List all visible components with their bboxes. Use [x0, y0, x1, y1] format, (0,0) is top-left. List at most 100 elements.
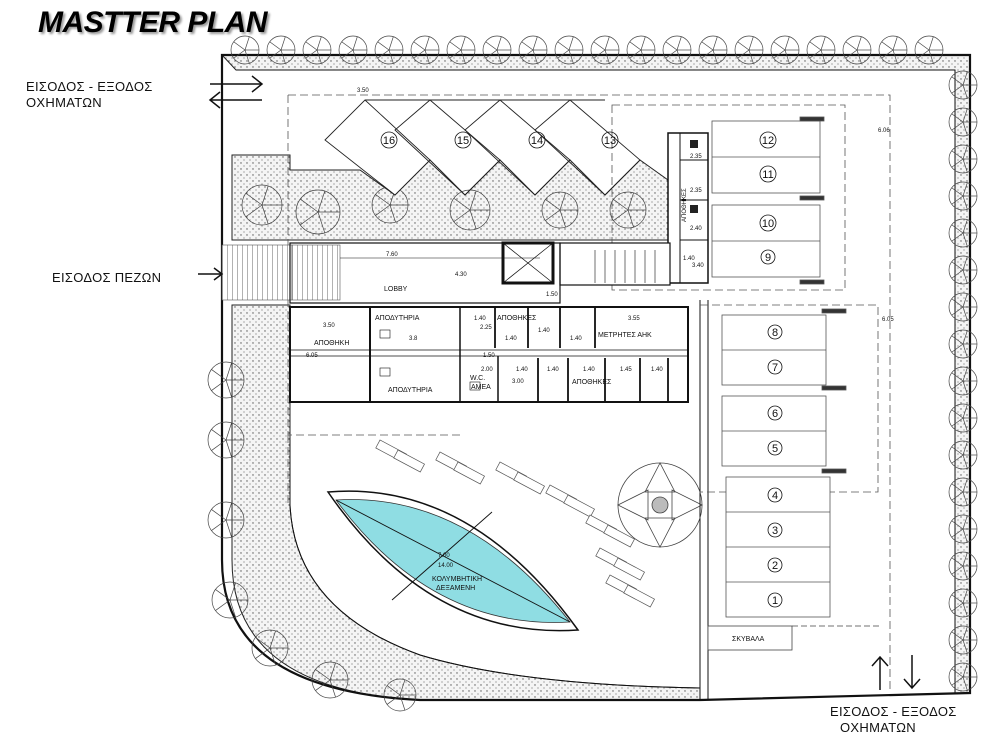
- dim-2-00: 2.00: [481, 367, 493, 373]
- tree-icon: [518, 35, 548, 65]
- tree-icon: [410, 35, 440, 65]
- tree-icon: [734, 35, 764, 65]
- room-bins: ΣΚΥΒΑΛΑ: [732, 636, 765, 643]
- main-building: [289, 241, 689, 403]
- tree-icon: [914, 35, 944, 65]
- lounge-chair: [393, 449, 425, 473]
- lounge-chair: [453, 461, 485, 485]
- parking-9: 9: [765, 252, 771, 264]
- tree-icon: [948, 292, 978, 322]
- diagonal-parking: [324, 99, 641, 196]
- tree-icon: [948, 403, 978, 433]
- parking-2: 2: [772, 560, 778, 572]
- lounge-chair: [623, 584, 655, 608]
- dim-1-40-h: 1.40: [651, 367, 663, 373]
- dim-3-40: 3.40: [692, 263, 704, 269]
- tree-icon: [590, 35, 620, 65]
- tree-icon: [609, 191, 647, 229]
- vehicle-entrance-bottom-line1: ΕΙΣΟΔΟΣ - ΕΞΟΔΟΣ: [830, 704, 957, 719]
- lounge-chair: [613, 557, 645, 581]
- tree-icon: [698, 35, 728, 65]
- tree-icon: [948, 107, 978, 137]
- pedestrian-entrance-label: ΕΙΣΟΔΟΣ ΠΕΖΩΝ: [52, 270, 162, 285]
- tree-icon: [948, 181, 978, 211]
- planting-areas: [220, 54, 971, 701]
- tree-icon: [374, 35, 404, 65]
- pedestrian-arrow-icon: [198, 267, 224, 281]
- parking-15: 15: [457, 135, 469, 147]
- room-lobby: LOBBY: [384, 286, 408, 293]
- tree-icon: [446, 35, 476, 65]
- tree-icon: [207, 501, 245, 539]
- tree-icon: [878, 35, 908, 65]
- pedestrian-path: [221, 242, 671, 301]
- dim-3-50-top: 3.50: [357, 88, 369, 94]
- dim-1-40-g: 1.40: [583, 367, 595, 373]
- parking-5: 5: [772, 443, 778, 455]
- tree-icon: [662, 35, 692, 65]
- dim-1-50-b: 1.50: [483, 353, 495, 359]
- tree-icon: [948, 662, 978, 692]
- bins-area: [707, 625, 880, 651]
- dim-14-00: 14.00: [438, 563, 454, 569]
- dim-1-40-e: 1.40: [516, 367, 528, 373]
- parking-right-middle: [721, 308, 847, 474]
- tree-icon: [948, 255, 978, 285]
- room-storerooms-vertical: ΑΠΟΘΗΚΕΣ: [682, 188, 688, 222]
- tree-icon: [266, 35, 296, 65]
- dim-1-40-c: 1.40: [505, 336, 517, 342]
- tree-icon: [207, 421, 245, 459]
- dim-4-30: 4.30: [455, 272, 467, 278]
- dim-3-50-store: 3.50: [323, 323, 335, 329]
- pool-label-line2: ΔΕΞΑΜΕΝΗ: [436, 585, 475, 592]
- tree-icon: [948, 218, 978, 248]
- tree-icon: [948, 477, 978, 507]
- dim-2-25: 2.25: [480, 325, 492, 331]
- parking-12: 12: [762, 135, 774, 147]
- parking-16: 16: [383, 135, 395, 147]
- tree-icon: [948, 551, 978, 581]
- inner-curve: [289, 440, 701, 689]
- tree-icon: [626, 35, 656, 65]
- room-storerooms-bottom: ΑΠΟΘΗΚΕΣ: [572, 379, 612, 386]
- dim-1-40-b: 1.40: [538, 328, 550, 334]
- parking-number-circles: [380, 131, 783, 608]
- tree-icon: [371, 186, 409, 224]
- pool-tree: [617, 462, 703, 548]
- tree-icon: [770, 35, 800, 65]
- room-changing-top: ΑΠΟΔΥΤΗΡΙΑ: [375, 315, 420, 322]
- room-meters: ΜΕΤΡΗΤΕΣ ΑΗΚ: [598, 332, 652, 339]
- dimension-labels: 3.50 6.06 6.05 7.60 4.30 1.50 1.40 3.40 …: [306, 88, 894, 569]
- tree-icon: [338, 35, 368, 65]
- tree-icon: [948, 366, 978, 396]
- arrow-down-icon: [903, 655, 921, 690]
- vehicle-entrance-top-line1: ΕΙΣΟΔΟΣ - ΕΞΟΔΟΣ: [26, 79, 153, 94]
- tree-icon: [948, 440, 978, 470]
- dim-3-00: 3.00: [512, 379, 524, 385]
- parking-14: 14: [531, 135, 543, 147]
- room-storerooms-top: ΑΠΟΘΗΚΕΣ: [497, 315, 537, 322]
- tree-icon: [948, 144, 978, 174]
- parking-7: 7: [772, 362, 778, 374]
- arrow-in-icon: [210, 75, 264, 93]
- tree-icon: [554, 35, 584, 65]
- room-storage: ΑΠΟΘΗΚΗ: [314, 340, 349, 347]
- dim-1-40-stair: 1.40: [683, 256, 695, 262]
- tree-icon: [806, 35, 836, 65]
- parking-3: 3: [772, 525, 778, 537]
- lounge-chair: [513, 471, 545, 495]
- dim-3-55: 3.55: [628, 316, 640, 322]
- dim-6-05-store: 6.05: [306, 353, 318, 359]
- dim-1-50-a: 1.50: [546, 292, 558, 298]
- parking-13: 13: [604, 135, 616, 147]
- dim-1-40-d: 1.40: [570, 336, 582, 342]
- tree-icon: [842, 35, 872, 65]
- page-title: MASTTER PLAN: [38, 6, 268, 39]
- tree-icon: [383, 678, 417, 712]
- tree-icon: [948, 329, 978, 359]
- dim-2-40: 2.40: [690, 226, 702, 232]
- pool-label-line1: ΚΟΛΥΜΒΗΤΙΚΗ: [432, 576, 482, 583]
- tree-icon: [230, 35, 260, 65]
- dim-7-60: 7.60: [386, 252, 398, 258]
- vehicle-entrance-top-label: ΕΙΣΟΔΟΣ - ΕΞΟΔΟΣ ΟΧΗΜΑΤΩΝ: [26, 79, 153, 111]
